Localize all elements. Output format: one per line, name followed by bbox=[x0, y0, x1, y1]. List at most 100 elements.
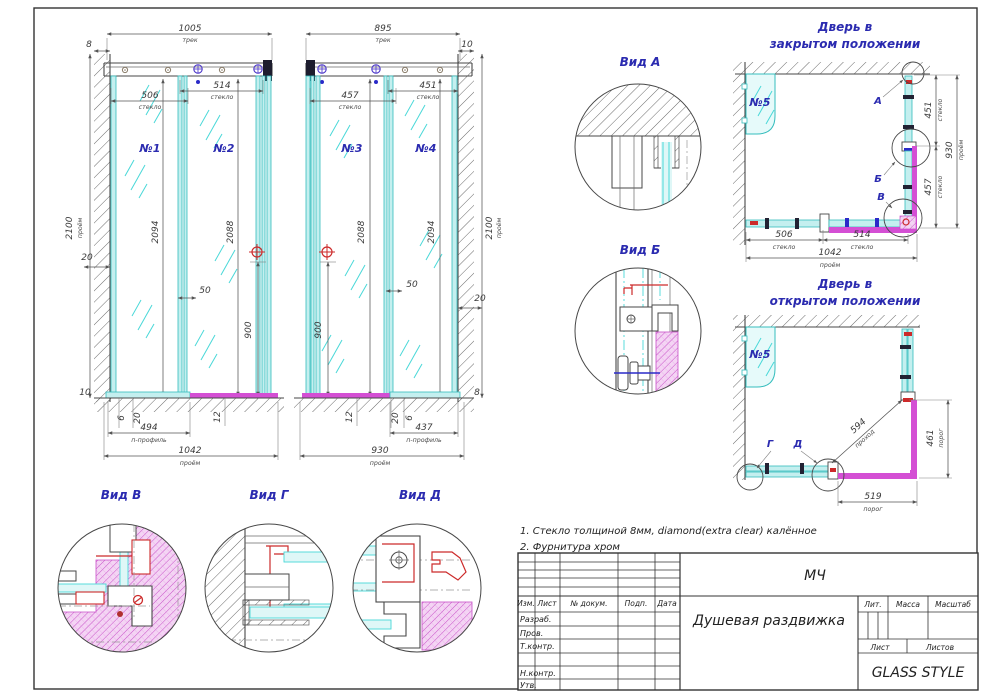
dim-519-label: порог bbox=[863, 506, 883, 513]
col-massa: Масса bbox=[896, 600, 920, 609]
dim-506-label: стекло bbox=[773, 244, 796, 251]
detail-circle bbox=[204, 523, 334, 653]
dim-930: 930 bbox=[945, 141, 955, 158]
handle-icon bbox=[318, 243, 336, 261]
glass-edge bbox=[110, 75, 117, 399]
dim-opening-height: 2100 bbox=[65, 216, 75, 239]
dim-glass3-width-label: стекло bbox=[339, 104, 362, 111]
dim-wall-gap: 20 bbox=[81, 253, 93, 263]
dim-514: 514 bbox=[853, 230, 870, 240]
threshold-strip bbox=[302, 393, 390, 398]
dim-451-label: стекло bbox=[937, 99, 944, 122]
dim-glass4-width-label: стекло bbox=[417, 94, 440, 101]
dim-457-label: стекло bbox=[937, 176, 944, 199]
col-list: Лист bbox=[536, 599, 557, 608]
dim-glass3-height: 2088 bbox=[357, 220, 367, 243]
company-name: GLASS STYLE bbox=[872, 665, 965, 681]
callout-v: В bbox=[877, 192, 885, 203]
col-lit: Лит. bbox=[863, 600, 881, 609]
col-sheet: Лист bbox=[869, 643, 890, 652]
panel-4-label: №4 bbox=[415, 142, 437, 155]
col-masshtab: Масштаб bbox=[935, 600, 971, 609]
dim-451: 451 bbox=[924, 101, 934, 118]
dim-track-label: трек bbox=[375, 37, 391, 44]
view-d-title: Вид Д bbox=[399, 488, 441, 502]
plan-open-title-2: открытом положении bbox=[770, 294, 921, 308]
dim-bottom-gap: 10 bbox=[79, 388, 91, 398]
dim-handle-height: 900 bbox=[314, 321, 324, 338]
panel-5-label: №5 bbox=[749, 96, 771, 109]
title-block: Изм. Лист № докум. Подп. Дата Разраб. Пр… bbox=[517, 552, 979, 691]
magenta-hatch bbox=[421, 601, 473, 651]
dim-glass1-height: 2094 bbox=[151, 220, 161, 243]
dim-opening-width-label: проём bbox=[370, 459, 391, 467]
floor-section bbox=[294, 398, 474, 412]
detail-circle-d bbox=[811, 458, 845, 492]
dim-overlap: 50 bbox=[199, 286, 211, 296]
dim-461: 461 bbox=[926, 429, 936, 446]
detail-circle-g bbox=[736, 463, 764, 491]
dim-bottom-gap: 8 bbox=[474, 388, 480, 398]
dim-uprofile: 437 bbox=[415, 423, 432, 433]
magenta-hatch bbox=[655, 331, 679, 394]
detail-circle bbox=[574, 267, 702, 395]
dim-1042: 1042 bbox=[819, 248, 842, 258]
dim-s20: 20 bbox=[391, 412, 401, 424]
doc-code: МЧ bbox=[804, 568, 826, 584]
detail-circle bbox=[574, 83, 702, 211]
dim-s6: 6 bbox=[117, 415, 127, 421]
wall-section bbox=[745, 315, 920, 327]
dim-opening-width: 1042 bbox=[179, 446, 202, 456]
u-profile-strip bbox=[105, 391, 191, 399]
dim-glass4-height: 2094 bbox=[427, 220, 437, 243]
dim-1042-label: проём bbox=[820, 261, 841, 269]
row-utv: Утв. bbox=[520, 681, 537, 690]
dim-overlap: 50 bbox=[406, 280, 418, 290]
wall-section bbox=[94, 54, 110, 402]
row-nkontr: Н.контр. bbox=[520, 669, 556, 678]
dim-uprofile: 494 bbox=[140, 423, 157, 433]
note-1: 1. Стекло толщиной 8мм, diamond(extra cl… bbox=[520, 526, 817, 537]
plan-open-title-1: Дверь в bbox=[817, 277, 873, 291]
row-razrab: Разраб. bbox=[520, 615, 551, 624]
dim-s20: 20 bbox=[133, 412, 143, 424]
dim-opening-width-label: проём bbox=[180, 459, 201, 467]
note-2: 2. Фурнитура хром bbox=[520, 542, 620, 553]
view-g-title: Вид Г bbox=[249, 488, 289, 502]
wall-section bbox=[458, 54, 474, 402]
elevation-right: 2088 2094 №3 №4 895 трек 10 457 стекло 4… bbox=[294, 24, 503, 467]
detail-circle-b bbox=[891, 128, 931, 168]
u-profile-strip bbox=[389, 391, 461, 399]
col-sheets: Листов bbox=[925, 643, 954, 652]
threshold-strip bbox=[190, 393, 278, 398]
row-prov: Пров. bbox=[520, 629, 543, 638]
detail-circle bbox=[57, 523, 187, 653]
dim-glass1-width: 506 bbox=[141, 91, 158, 101]
callout-d: Д bbox=[793, 439, 803, 450]
view-a-title: Вид А bbox=[620, 55, 661, 69]
dim-glass2-width: 514 bbox=[213, 81, 230, 91]
floor-section bbox=[94, 398, 284, 412]
dim-glass3-width: 457 bbox=[341, 91, 358, 101]
dim-s12: 12 bbox=[345, 411, 355, 423]
callout-g: Г bbox=[767, 439, 774, 450]
roller-icon bbox=[193, 64, 203, 74]
roller-icon bbox=[317, 64, 327, 74]
plan-closed-title-1: Дверь в bbox=[817, 20, 873, 34]
plan-closed: Дверь в закрытом положении №5 А Б В 451 … bbox=[733, 20, 965, 269]
detail-circle bbox=[352, 523, 482, 653]
dim-track-label: трек bbox=[182, 37, 198, 44]
panel-3-label: №3 bbox=[341, 142, 363, 155]
dim-514-label: стекло bbox=[851, 244, 874, 251]
dim-s12: 12 bbox=[213, 411, 223, 423]
panel-5-glass bbox=[745, 73, 776, 135]
dim-glass1-width-label: стекло bbox=[139, 104, 162, 111]
panel-1-label: №1 bbox=[139, 142, 161, 155]
sheet-frame bbox=[33, 7, 978, 690]
callout-b: Б bbox=[874, 174, 882, 185]
dim-opening-height-label: проём bbox=[76, 217, 84, 238]
dim-track: 1005 bbox=[179, 24, 202, 34]
detail-circle-v bbox=[883, 198, 923, 238]
view-b-detail: Вид Б bbox=[574, 243, 702, 395]
